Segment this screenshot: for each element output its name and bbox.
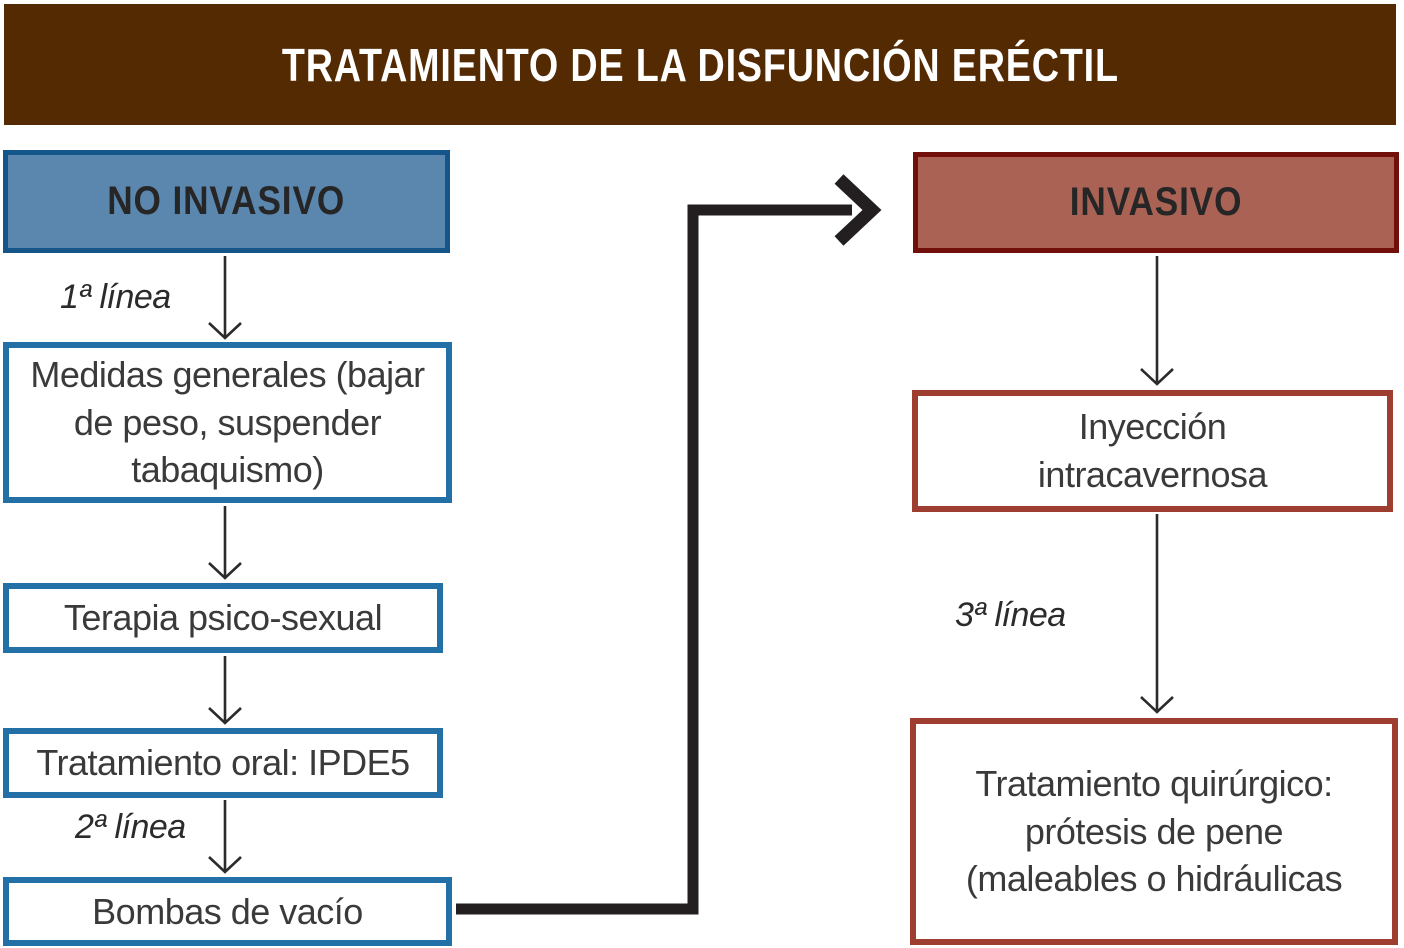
step-inyeccion-intracavernosa: Inyección intracavernosa — [912, 390, 1393, 512]
invasivo-header: INVASIVO — [913, 152, 1399, 253]
second-line-label: 2ª línea — [75, 808, 186, 846]
page-title: TRATAMIENTO DE LA DISFUNCIÓN ERÉCTIL — [281, 38, 1119, 91]
thin-arrows-right — [1140, 256, 1174, 714]
step-medidas-generales: Medidas generales (bajar de peso, suspen… — [3, 342, 452, 503]
step-terapia-psico-sexual: Terapia psico-sexual — [3, 583, 443, 653]
no-invasivo-label: NO INVASIVO — [107, 179, 346, 223]
step-inyeccion-intracavernosa-label: Inyección intracavernosa — [1037, 406, 1268, 495]
step-tratamiento-quirurgico-label: Tratamiento quirúrgico: prótesis de pene… — [965, 763, 1343, 900]
step-bombas-vacio: Bombas de vacío — [3, 877, 452, 946]
no-invasivo-header: NO INVASIVO — [3, 150, 450, 253]
third-line-label: 3ª línea — [955, 596, 1066, 634]
step-tratamiento-oral-label: Tratamiento oral: IPDE5 — [36, 742, 410, 784]
step-tratamiento-quirurgico: Tratamiento quirúrgico: prótesis de pene… — [910, 718, 1398, 945]
title-banner: TRATAMIENTO DE LA DISFUNCIÓN ERÉCTIL — [4, 4, 1396, 125]
invasivo-label: INVASIVO — [1069, 180, 1243, 224]
step-terapia-psico-sexual-label: Terapia psico-sexual — [63, 597, 383, 639]
step-medidas-generales-label: Medidas generales (bajar de peso, suspen… — [30, 354, 425, 491]
thin-arrows-left — [208, 256, 242, 874]
thick-connector — [456, 174, 882, 915]
step-bombas-vacio-label: Bombas de vacío — [92, 890, 363, 932]
first-line-label: 1ª línea — [60, 278, 171, 316]
step-tratamiento-oral: Tratamiento oral: IPDE5 — [3, 728, 443, 798]
